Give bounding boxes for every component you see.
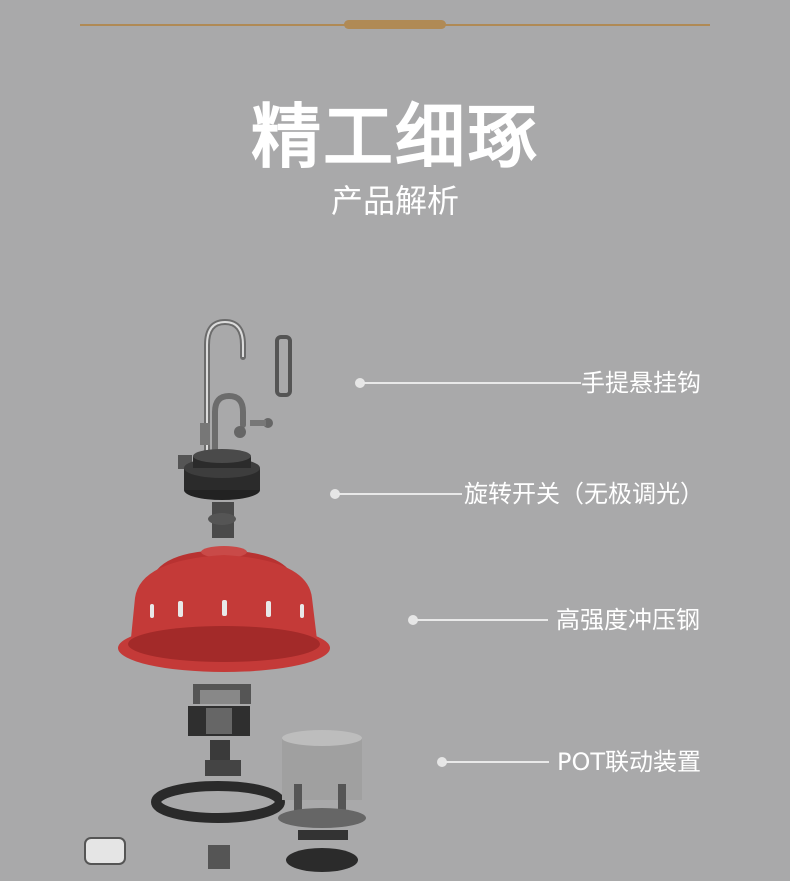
page-title: 精工细琢: [251, 96, 539, 178]
callout-pot-linkage: POT联动装置: [437, 747, 722, 777]
callout-label: 旋转开关（无极调光）: [464, 480, 704, 508]
callout-line: [416, 619, 548, 621]
callout-dot: [355, 378, 365, 388]
callout-stamped-steel: 高强度冲压钢: [408, 605, 718, 635]
callout-line: [363, 382, 581, 384]
steel-lampshade-icon: [118, 546, 330, 672]
callout-dot: [330, 489, 340, 499]
callout-dot: [408, 615, 418, 625]
rotary-knob-icon: [184, 449, 260, 538]
top-accent-bar: [344, 20, 446, 29]
callout-line: [445, 761, 549, 763]
callout-label: 高强度冲压钢: [556, 606, 700, 634]
hook-clip-icon: [275, 335, 292, 397]
callout-line: [338, 493, 462, 495]
exploded-lamp-illustration: [84, 318, 366, 872]
page-subtitle: 产品解析: [330, 182, 459, 220]
callout-hanging-hook: 手提悬挂钩: [355, 368, 715, 398]
callout-rotary-switch: 旋转开关（无极调光）: [330, 479, 722, 509]
pot-linkage-assembly-icon: [84, 684, 366, 872]
callout-dot: [437, 757, 447, 767]
callout-label: 手提悬挂钩: [581, 369, 701, 397]
callout-label: POT联动装置: [557, 748, 702, 776]
